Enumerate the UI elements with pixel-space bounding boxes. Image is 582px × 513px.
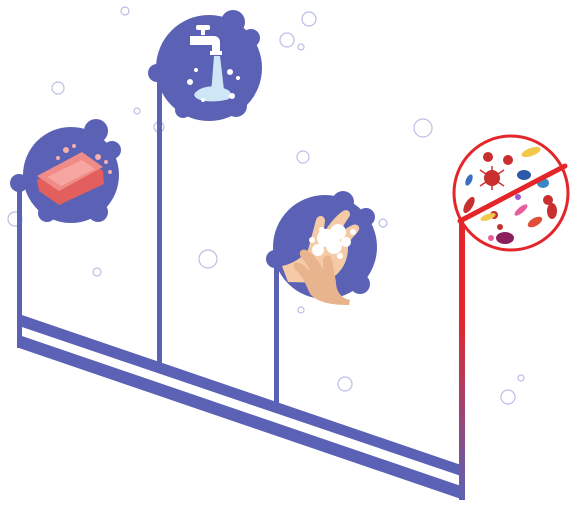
- timeline-base: [19, 314, 464, 500]
- step-faucet: [148, 10, 262, 121]
- step-no-germs: [454, 136, 568, 250]
- step-soap: [10, 119, 121, 223]
- no-germs-icon: [454, 136, 568, 250]
- step-hand-washing: [266, 191, 377, 305]
